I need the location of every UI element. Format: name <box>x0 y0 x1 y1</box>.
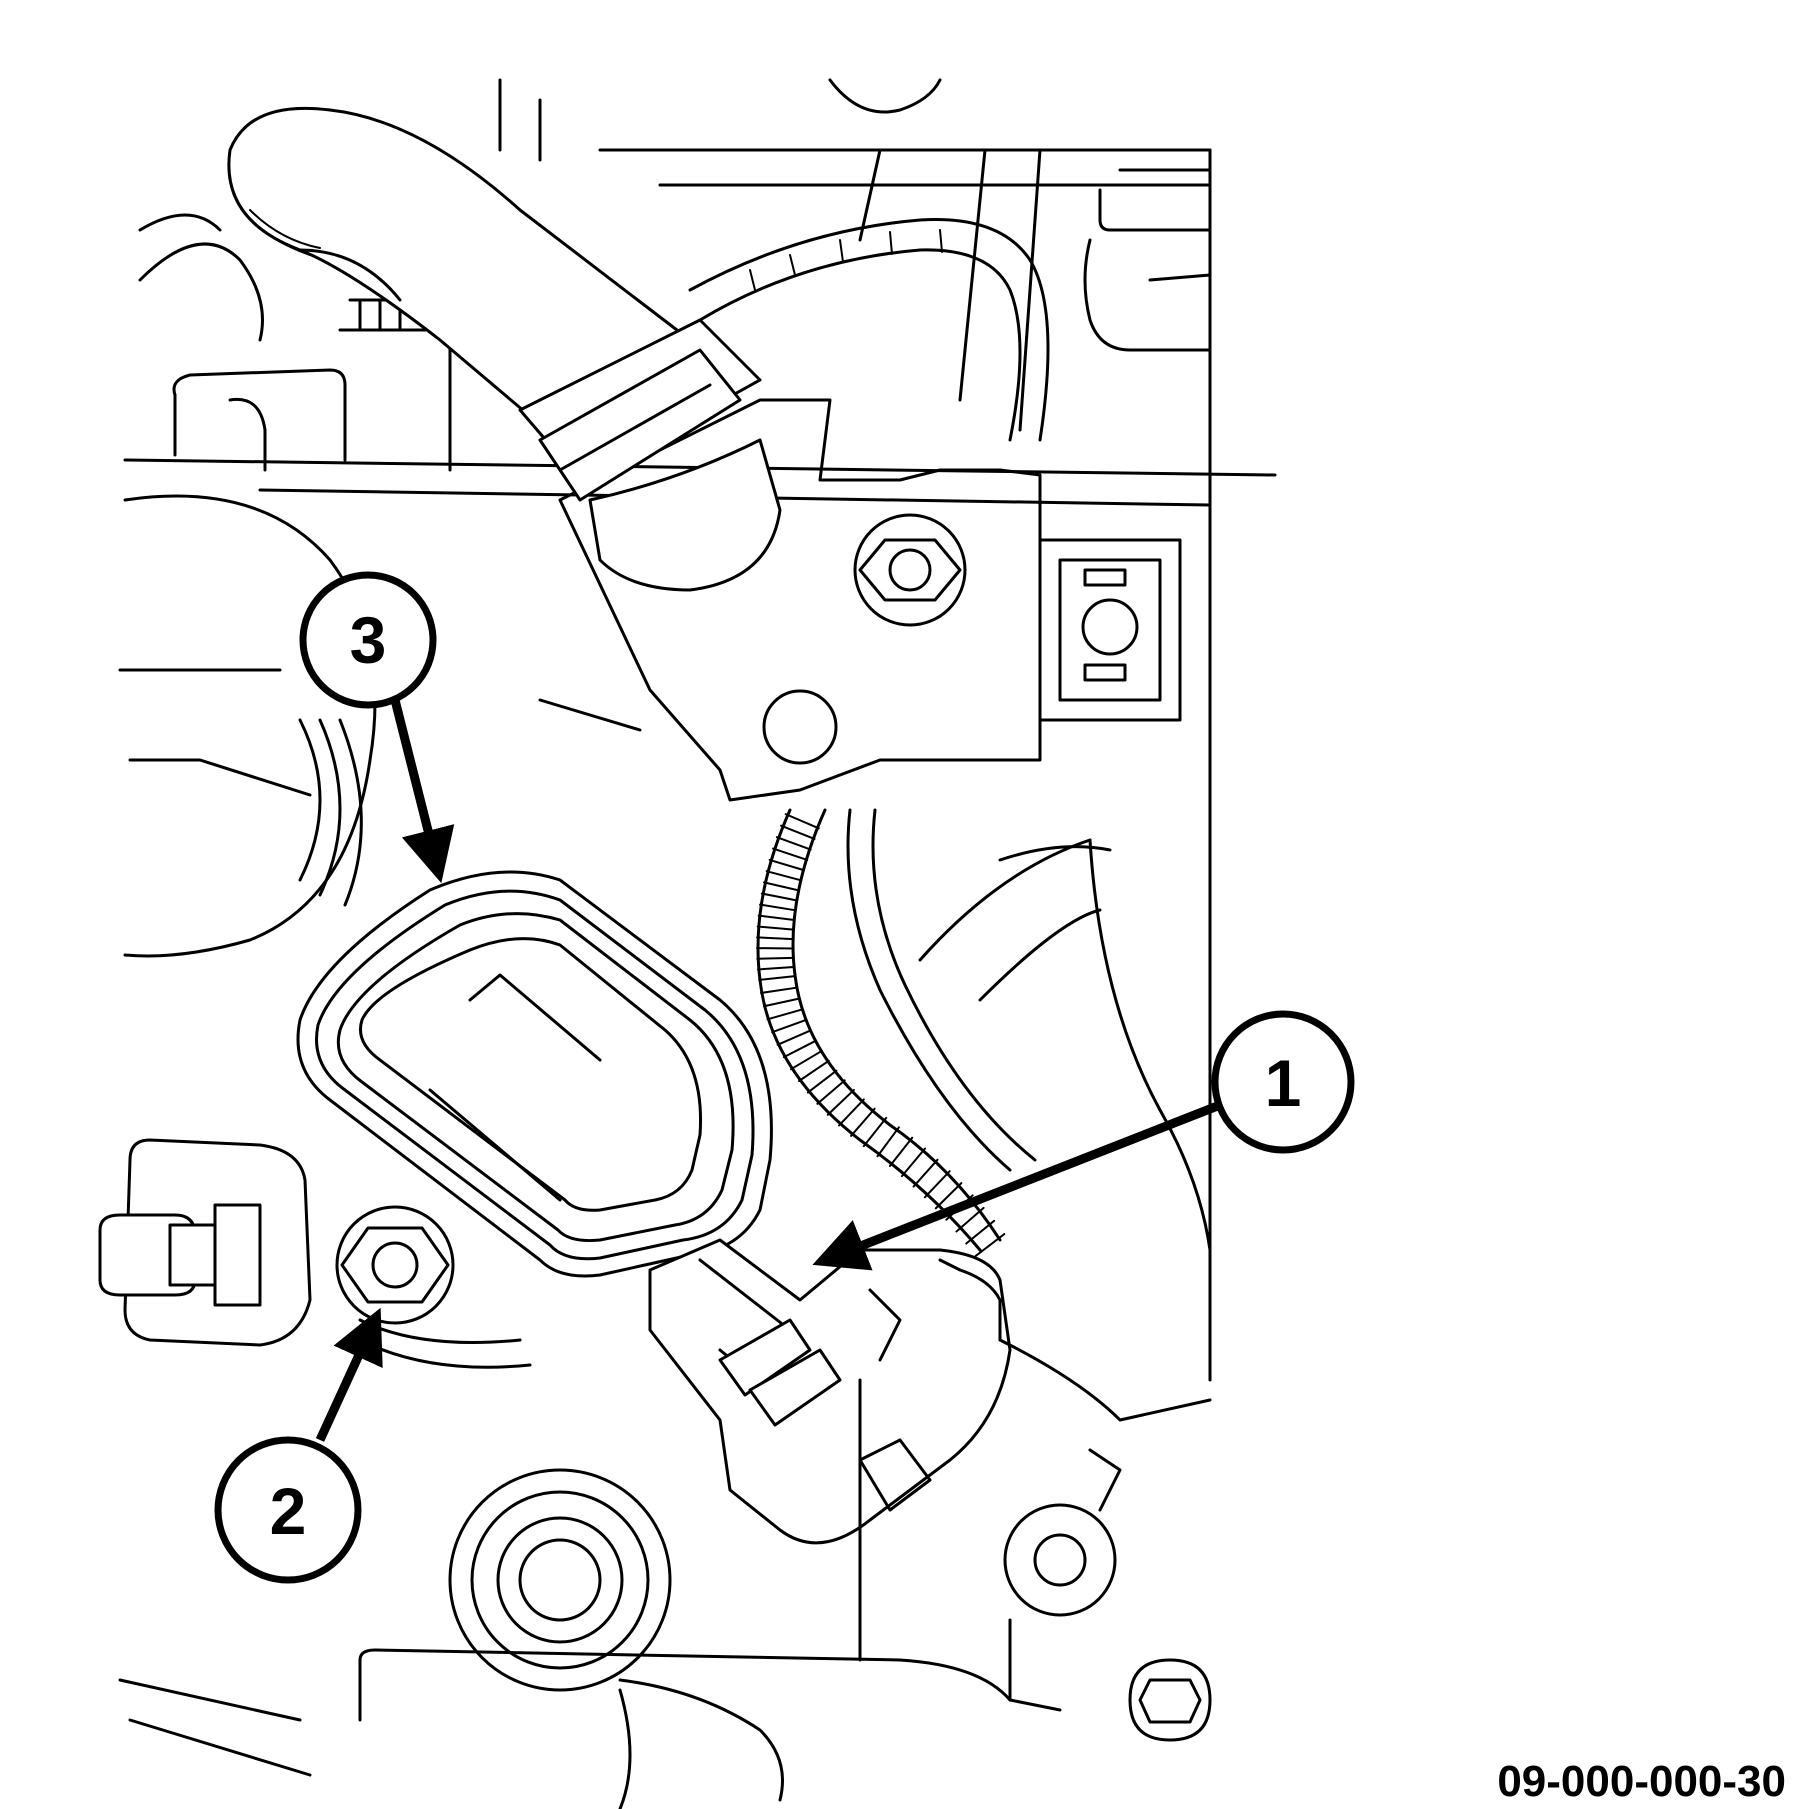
conduit-ridge <box>759 903 797 912</box>
conduit-ridge <box>756 925 795 931</box>
conduit-ridge <box>850 1107 876 1137</box>
conduit-ridge <box>756 936 795 941</box>
callout-1-circle <box>1211 1010 1355 1154</box>
conduit-ridge <box>826 1088 855 1116</box>
wire-harness-upper <box>688 218 1050 442</box>
conduit-ridge <box>974 1233 1006 1257</box>
mounting-bolt <box>335 1205 455 1325</box>
callout-2: 2 <box>214 1307 383 1584</box>
callout-3-circle <box>299 571 437 709</box>
conduit-ridge <box>862 1116 888 1148</box>
conduit-ridge <box>784 813 820 830</box>
conduit-ridge <box>965 1219 996 1245</box>
lower-right-fitting <box>1003 1448 1212 1742</box>
sensor-module <box>296 870 773 1278</box>
conduit-ridge <box>758 975 796 981</box>
conduit-ridge <box>806 1069 838 1094</box>
conduit-ridge <box>900 1147 927 1178</box>
lower-block-lines <box>118 1338 1212 1809</box>
conduit-ridge <box>782 1039 817 1059</box>
conduit-ridge <box>765 870 803 882</box>
callout-2-circle <box>214 1436 362 1584</box>
electrical-connector <box>648 1238 1012 1545</box>
callout-1-label: 1 <box>1265 1046 1302 1120</box>
conduit-ridge <box>780 824 816 840</box>
conduit-ridge <box>771 1018 808 1034</box>
conduit-ridge <box>912 1158 939 1188</box>
hose-clamp <box>518 318 782 592</box>
conduit-ridge <box>876 1126 900 1158</box>
conduit-ridge <box>838 1098 865 1127</box>
conduit-ridge <box>955 1206 985 1233</box>
conduit-ridge <box>888 1136 914 1168</box>
conduit-ridge <box>766 1008 804 1021</box>
conduit-ridge <box>760 892 799 902</box>
callout-3-label: 3 <box>350 603 387 677</box>
conduit-ridge <box>816 1079 846 1105</box>
callout-1: 1 <box>812 1010 1355 1271</box>
callout-2-label: 2 <box>270 1474 307 1548</box>
conduit-ridge <box>798 1059 830 1083</box>
conduit-ridge <box>768 858 806 872</box>
figure-reference-code: 09-000-000-30 <box>1497 1757 1786 1806</box>
callout-3: 3 <box>299 571 455 884</box>
conduit-ridge <box>934 1182 963 1210</box>
corrugated-conduit <box>756 808 1037 1257</box>
conduit-ridge <box>757 914 796 922</box>
conduit-ridge <box>772 847 809 861</box>
conduit-ridge <box>923 1170 951 1199</box>
lower-port <box>358 1318 672 1692</box>
conduit-ridge <box>776 1029 812 1046</box>
conduit-ridge <box>790 1049 823 1071</box>
mounting-stud <box>98 1138 312 1347</box>
conduit-ridge <box>756 965 795 971</box>
conduit-ridge <box>762 997 801 1008</box>
conduit-ridge <box>756 956 795 960</box>
conduit-ridge <box>760 986 798 994</box>
conduit-ridge <box>775 836 812 851</box>
conduit-ridge <box>763 881 801 892</box>
